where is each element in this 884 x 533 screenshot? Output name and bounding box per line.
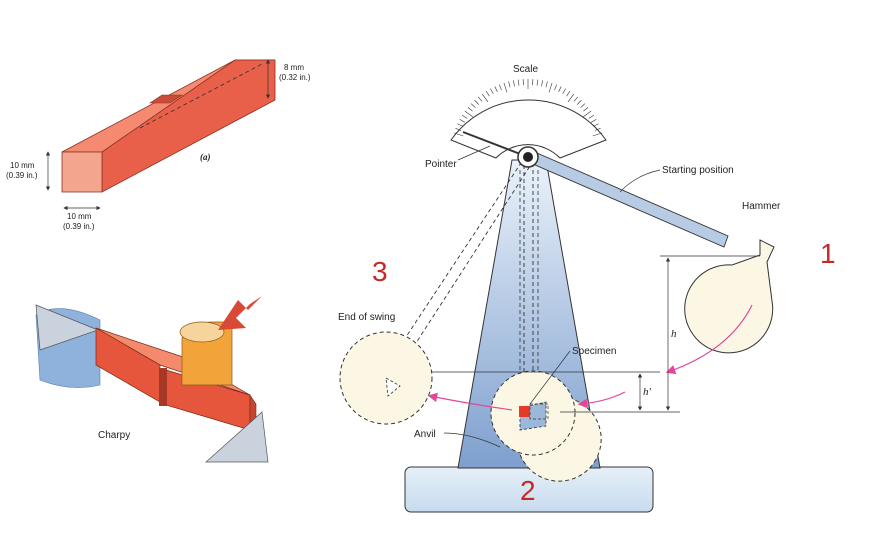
panel-a-label: (a) <box>200 152 211 162</box>
specimen-label: Specimen <box>572 346 616 357</box>
pointer-needle <box>462 131 529 158</box>
scale-tick <box>558 86 562 92</box>
anvil-label: Anvil <box>414 429 436 440</box>
scale-tick <box>461 114 468 119</box>
h-label: h <box>671 328 677 340</box>
scale-tick <box>517 79 520 86</box>
starting-position-label: Starting position <box>662 165 734 176</box>
dim-width-inch-label: (0.39 in.) <box>63 222 95 231</box>
impact-tester-drawing: Scale Pointer Starting position Hammer E… <box>338 64 781 513</box>
scale-tick <box>562 88 566 95</box>
scale-tick <box>481 93 489 103</box>
scale-tick <box>583 107 589 112</box>
step-number-1: 1 <box>820 238 836 269</box>
h-prime-label: h' <box>643 386 652 398</box>
dim-height-inch-label: (0.32 in.) <box>279 73 311 82</box>
dim-side-label: 10 mm <box>10 161 35 170</box>
scale-tick <box>457 123 463 127</box>
scale-tick <box>577 99 582 105</box>
swing-arc-out <box>427 392 513 411</box>
tester-specimen <box>519 406 530 417</box>
scale-tick <box>594 128 601 131</box>
scale-tick <box>588 114 595 119</box>
scale-tick <box>548 82 553 93</box>
scale-tick <box>470 103 476 108</box>
dim-height-label: 8 mm <box>284 63 304 72</box>
scale-tick <box>453 132 464 137</box>
scale-tick <box>467 107 473 112</box>
scale-tick <box>494 86 498 92</box>
scale-tick <box>554 84 557 91</box>
scale-tick <box>513 80 515 87</box>
scale-tick <box>593 123 599 127</box>
specimen-notch <box>149 94 183 104</box>
scale-ticks <box>453 79 603 137</box>
scale-tick <box>455 128 462 131</box>
scale-tick <box>541 80 543 87</box>
dim-width-label: 10 mm <box>67 212 92 221</box>
scale-tick <box>490 88 494 95</box>
end-of-swing-label: End of swing <box>338 312 395 323</box>
scale-tick <box>485 90 490 97</box>
scale-tick <box>592 132 603 137</box>
hammer-start <box>684 239 775 354</box>
left-support <box>35 304 99 351</box>
scale-tick <box>545 81 548 88</box>
scale-tick <box>499 84 502 91</box>
scale-tick <box>567 93 575 103</box>
scale-tick <box>459 119 466 123</box>
scale-tick <box>464 110 474 118</box>
right-support <box>205 411 269 463</box>
scale-tick <box>582 110 592 118</box>
scale-tick <box>590 119 597 123</box>
dim-side-inch-label: (0.39 in.) <box>6 171 38 180</box>
scale-tick <box>508 81 511 88</box>
scale-tick <box>580 103 586 108</box>
scale-tick <box>573 96 578 102</box>
specimen-bar-drawing: 8 mm (0.32 in.) 10 mm (0.39 in.) 10 mm (… <box>6 59 311 231</box>
charpy-caption: Charpy <box>98 430 130 441</box>
scale-tick <box>474 99 479 105</box>
step-number-3: 3 <box>372 256 388 287</box>
pointer-label: Pointer <box>425 159 457 170</box>
swing-arc-down <box>665 304 753 375</box>
step-number-2: 2 <box>520 475 536 506</box>
swing-arc-in <box>577 391 626 409</box>
charpy-notch <box>159 368 167 406</box>
scale-tick <box>478 96 483 102</box>
charpy-setup-drawing: Charpy <box>35 296 269 463</box>
hammer-label: Hammer <box>742 201 781 212</box>
specimen-front-face <box>61 151 103 193</box>
impact-direction-arrow <box>218 296 262 330</box>
scale-tick <box>503 82 508 93</box>
scale-tick <box>536 79 539 86</box>
scale-tick <box>566 90 571 97</box>
scale-dial <box>450 99 607 159</box>
scale-label: Scale <box>513 64 538 75</box>
